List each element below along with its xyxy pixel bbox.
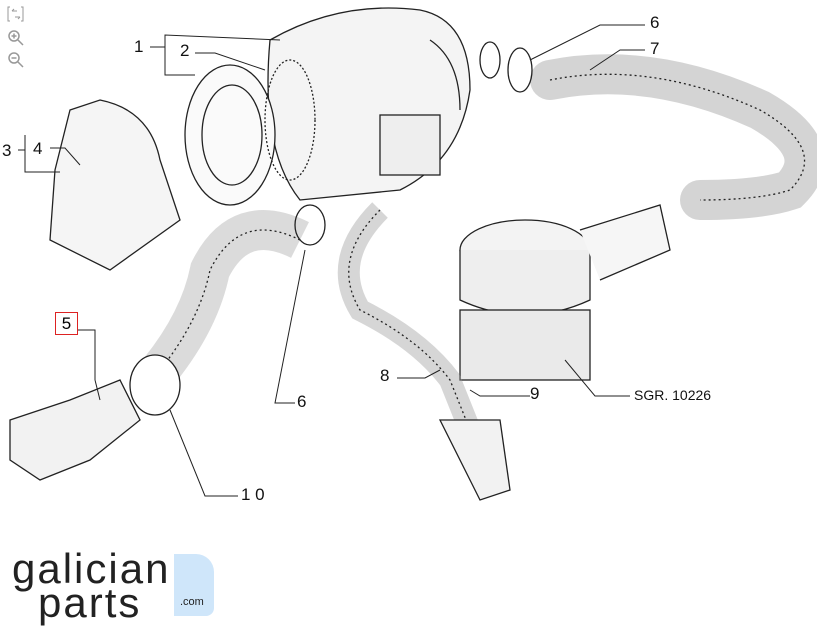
logo-map-shape: [174, 554, 214, 616]
zoom-out-icon: [8, 52, 24, 68]
zoom-in-button[interactable]: [6, 28, 28, 46]
logo-line2: parts: [38, 579, 142, 626]
hose-7: [530, 54, 817, 220]
callout-7[interactable]: 7: [650, 39, 660, 58]
air-filter-housing: [184, 7, 471, 206]
callout-5-selected[interactable]: 5: [55, 312, 78, 335]
leader-lines: [18, 24, 645, 497]
hose-10: [144, 210, 309, 383]
callout-2[interactable]: 2: [180, 41, 190, 60]
callout-1[interactable]: 1: [134, 37, 144, 56]
callout-8[interactable]: 8: [380, 366, 390, 385]
callout-3[interactable]: 3: [2, 141, 12, 160]
parts-diagram: [9, 7, 817, 501]
callout-6-lower[interactable]: 6: [297, 392, 307, 411]
galicianparts-logo: galician parts .com: [12, 545, 214, 624]
zoom-out-button[interactable]: [6, 50, 28, 68]
callout-6-top[interactable]: 6: [650, 13, 660, 32]
zoom-in-icon: [8, 30, 24, 46]
drawing-reference: SGR. 10226: [634, 387, 712, 403]
duct-5: [9, 379, 141, 481]
fullscreen-button[interactable]: [6, 4, 28, 22]
heater-unit: [459, 204, 671, 381]
hose-8: [337, 202, 481, 435]
fullscreen-icon: [7, 6, 24, 22]
bracket: [49, 99, 181, 271]
callout-4[interactable]: 4: [33, 139, 43, 158]
callout-10[interactable]: 1 0: [241, 485, 265, 504]
callout-9[interactable]: 9: [530, 384, 540, 403]
logo-suffix: .com: [180, 596, 204, 608]
logo-line1: galician: [12, 545, 171, 592]
